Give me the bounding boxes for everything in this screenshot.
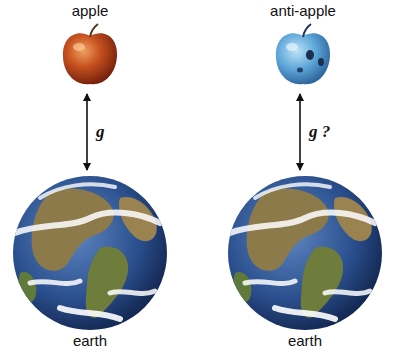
edge-label: g ?: [308, 122, 331, 142]
edge-label: g: [95, 122, 106, 142]
anti-apple-spot: [306, 50, 314, 60]
anti-apple-node: anti-apple: [250, 0, 356, 90]
anti-apple-spot: [297, 68, 303, 73]
earth-node: earth: [12, 174, 168, 351]
apple-stem: [90, 24, 98, 37]
anti-apple-spot: [318, 58, 324, 66]
apple-node: apple: [45, 0, 135, 90]
node-label: earth: [12, 332, 168, 349]
node-label: anti-apple: [250, 2, 356, 19]
node-label: earth: [227, 332, 383, 349]
force-arrow: [86, 94, 88, 170]
node-label: apple: [45, 2, 135, 19]
earth-picture: [228, 176, 382, 343]
anti-apple-picture: [276, 24, 330, 84]
anti-apple-highlight: [286, 43, 298, 51]
earth-node: earth: [227, 174, 383, 351]
force-arrow: [299, 94, 301, 170]
apple-highlight: [73, 43, 85, 51]
apple-body: [63, 33, 117, 84]
anti-apple-stem: [303, 24, 311, 37]
earth-picture: [13, 176, 167, 343]
anti-apple-body: [276, 33, 330, 84]
apple-picture: [63, 24, 117, 84]
